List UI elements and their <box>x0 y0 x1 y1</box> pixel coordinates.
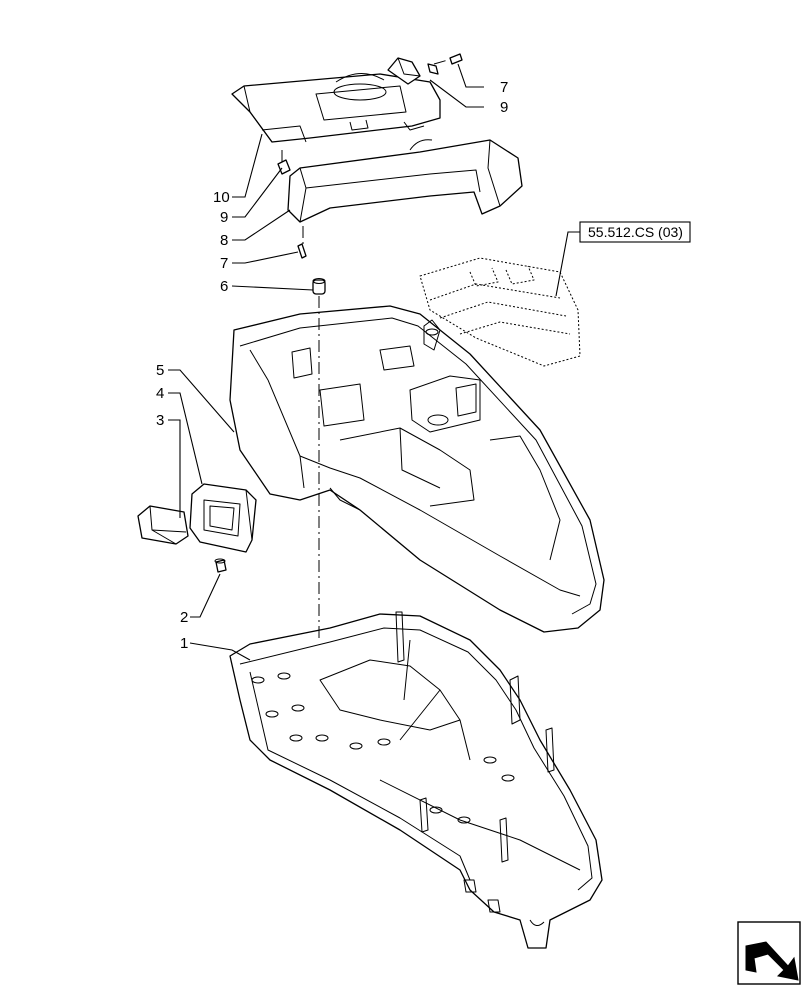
callout-2: 2 <box>180 609 188 626</box>
callout-6: 6 <box>220 278 228 295</box>
callout-leaders <box>168 63 580 661</box>
armrest-handle-part <box>287 139 523 223</box>
callout-3: 3 <box>156 412 164 429</box>
callout-8: 8 <box>220 232 228 249</box>
assembly-centerlines <box>281 59 449 640</box>
console-shell-part <box>229 305 605 633</box>
socket-cap-part <box>137 505 189 545</box>
bezel-screw-part <box>214 558 227 573</box>
callout-7-top: 7 <box>500 79 508 96</box>
callout-9: 9 <box>220 209 228 226</box>
socket-bezel-part <box>189 483 257 553</box>
callout-9-top: 9 <box>500 99 508 116</box>
callout-5: 5 <box>156 362 164 379</box>
screw-part-top <box>427 53 463 75</box>
cross-reference-link[interactable]: 55.512.CS (03) <box>579 221 691 243</box>
reference-module-phantom <box>419 257 581 367</box>
next-page-arrow-icon[interactable] <box>737 921 801 985</box>
console-base-part <box>229 611 603 949</box>
callout-7: 7 <box>220 255 228 272</box>
clip-part-top <box>387 57 421 85</box>
callout-10: 10 <box>213 189 230 206</box>
cross-reference-label[interactable]: 55.512.CS (03) <box>588 224 683 240</box>
callout-1: 1 <box>180 635 188 652</box>
clip-part-mid <box>277 159 291 175</box>
callout-4: 4 <box>156 385 164 402</box>
screw-part-mid <box>297 243 307 259</box>
bushing-part <box>312 278 326 295</box>
top-cover-part <box>231 73 441 143</box>
